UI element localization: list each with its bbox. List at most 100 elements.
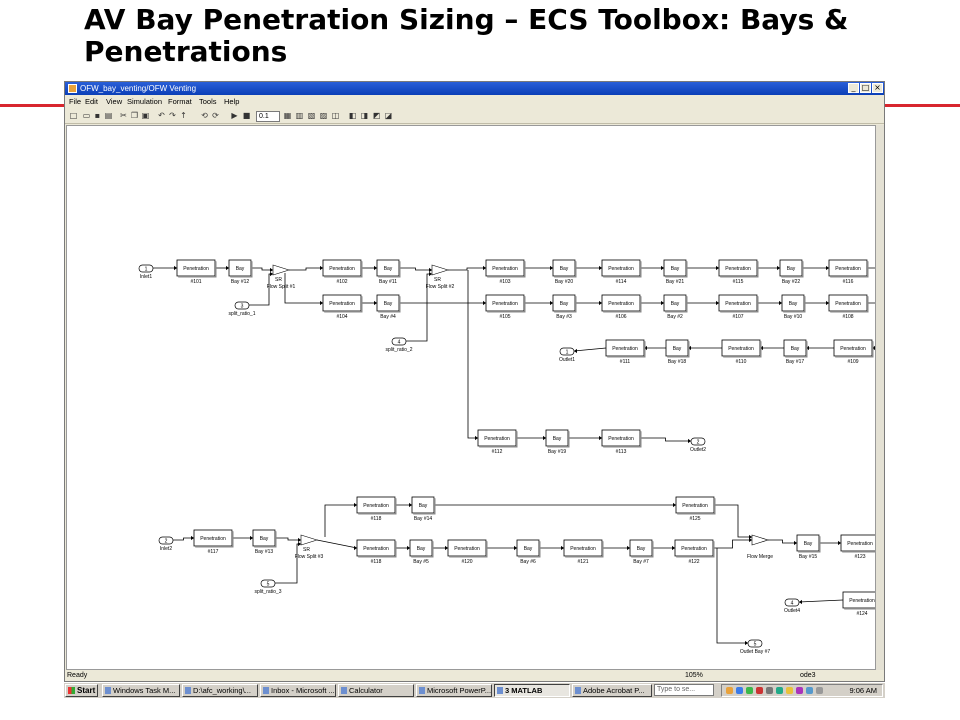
- penetration-block[interactable]: Penetration#114: [601, 259, 642, 285]
- task-outlook[interactable]: Inbox - Microsoft ...: [260, 684, 336, 697]
- penetration-block[interactable]: Penetration#117: [193, 529, 234, 555]
- penetration-block[interactable]: Penetration#125: [675, 496, 716, 522]
- taskbar-search-input[interactable]: Type to se...: [654, 684, 714, 696]
- redo-icon[interactable]: ↷: [169, 111, 176, 120]
- profile-icon[interactable]: ◪: [384, 111, 393, 120]
- penetration-block[interactable]: Penetration#116: [828, 259, 869, 285]
- menu-file[interactable]: File: [69, 97, 82, 106]
- menu-format[interactable]: Format: [168, 97, 192, 106]
- window-titlebar[interactable]: OFW_bay_venting/OFW Venting _ □ ×: [65, 82, 884, 95]
- tray-icon[interactable]: [756, 687, 763, 694]
- task-acrobat[interactable]: Adobe Acrobat P...: [572, 684, 652, 697]
- debug-icon[interactable]: ◫: [331, 111, 340, 120]
- menu-tools[interactable]: Tools: [199, 97, 217, 106]
- stop-time-input[interactable]: 0.1: [256, 111, 280, 122]
- task-calculator[interactable]: Calculator: [338, 684, 414, 697]
- penetration-block[interactable]: Penetration#122: [674, 539, 715, 565]
- signal-icon[interactable]: ◨: [360, 111, 369, 120]
- penetration-block[interactable]: Penetration#102: [322, 259, 363, 285]
- tray-icon[interactable]: [796, 687, 803, 694]
- minimize-button[interactable]: _: [848, 83, 859, 93]
- stop-icon[interactable]: ■: [242, 111, 251, 120]
- penetration-block[interactable]: Penetration#103: [485, 259, 526, 285]
- new-model-icon[interactable]: □: [69, 111, 78, 120]
- flip-icon[interactable]: ⟳: [212, 111, 219, 120]
- penetration-block[interactable]: Penetration#106: [601, 294, 642, 320]
- tray-icon[interactable]: [786, 687, 793, 694]
- tray-icon[interactable]: [816, 687, 823, 694]
- print-icon[interactable]: ▤: [104, 111, 113, 120]
- task-task-manager[interactable]: Windows Task M...: [102, 684, 180, 697]
- penetration-block[interactable]: Penetration#107: [718, 294, 759, 320]
- task-powerpoint[interactable]: Microsoft PowerP...: [416, 684, 492, 697]
- penetration-block[interactable]: Penetration#104: [322, 294, 363, 320]
- penetration-block[interactable]: Penetration#101: [176, 259, 217, 285]
- vertical-scrollbar[interactable]: [876, 125, 884, 670]
- paste-icon[interactable]: ▣: [141, 111, 150, 120]
- task-matlab[interactable]: 3 MATLAB: [494, 684, 570, 697]
- start-button[interactable]: Start: [65, 684, 98, 697]
- tray-icon[interactable]: [766, 687, 773, 694]
- menu-simulation[interactable]: Simulation: [127, 97, 163, 106]
- penetration-block[interactable]: Penetration#113: [601, 429, 642, 455]
- rotate-icon[interactable]: ⟲: [201, 111, 208, 120]
- tray-icon[interactable]: [736, 687, 743, 694]
- update-icon[interactable]: ▥: [295, 111, 304, 120]
- menu-edit[interactable]: Edit: [85, 97, 98, 106]
- flow-merge-block[interactable]: Flow Merge: [747, 534, 773, 560]
- penetration-block[interactable]: Penetration#108: [828, 294, 869, 320]
- penetration-block[interactable]: Penetration#105: [485, 294, 526, 320]
- tray-icon[interactable]: [776, 687, 783, 694]
- tray-icon[interactable]: [806, 687, 813, 694]
- penetration-block[interactable]: Penetration#118: [356, 496, 397, 522]
- maximize-button[interactable]: □: [860, 83, 871, 93]
- undo-icon[interactable]: ↶: [158, 111, 165, 120]
- penetration-block[interactable]: Penetration#109: [833, 339, 874, 365]
- penetration-block[interactable]: Penetration#120: [447, 539, 488, 565]
- copy-icon[interactable]: ❐: [130, 111, 139, 120]
- explorer-icon[interactable]: ▨: [319, 111, 328, 120]
- model-advisor-icon[interactable]: ◧: [348, 111, 357, 120]
- penetration-block[interactable]: Penetration#121: [563, 539, 604, 565]
- tray-icon[interactable]: [726, 687, 733, 694]
- penetration-block[interactable]: Penetration#118: [356, 539, 397, 565]
- tray-icon[interactable]: [746, 687, 753, 694]
- penetration-block[interactable]: Penetration#111: [605, 339, 646, 365]
- cut-icon[interactable]: ✂: [120, 111, 127, 120]
- penetration-block[interactable]: Penetration#123: [840, 534, 875, 560]
- up-icon[interactable]: ↑: [180, 111, 187, 120]
- run-icon[interactable]: ▶: [231, 111, 238, 120]
- library-icon[interactable]: ▧: [307, 111, 316, 120]
- build-icon[interactable]: ▦: [283, 111, 292, 120]
- penetration-block[interactable]: Penetration#115: [718, 259, 759, 285]
- close-button[interactable]: ×: [872, 83, 883, 93]
- penetration-block[interactable]: Penetration#112: [477, 429, 518, 455]
- save-icon[interactable]: ▪: [94, 111, 101, 120]
- menu-view[interactable]: View: [106, 97, 123, 106]
- open-icon[interactable]: ▭: [82, 111, 91, 120]
